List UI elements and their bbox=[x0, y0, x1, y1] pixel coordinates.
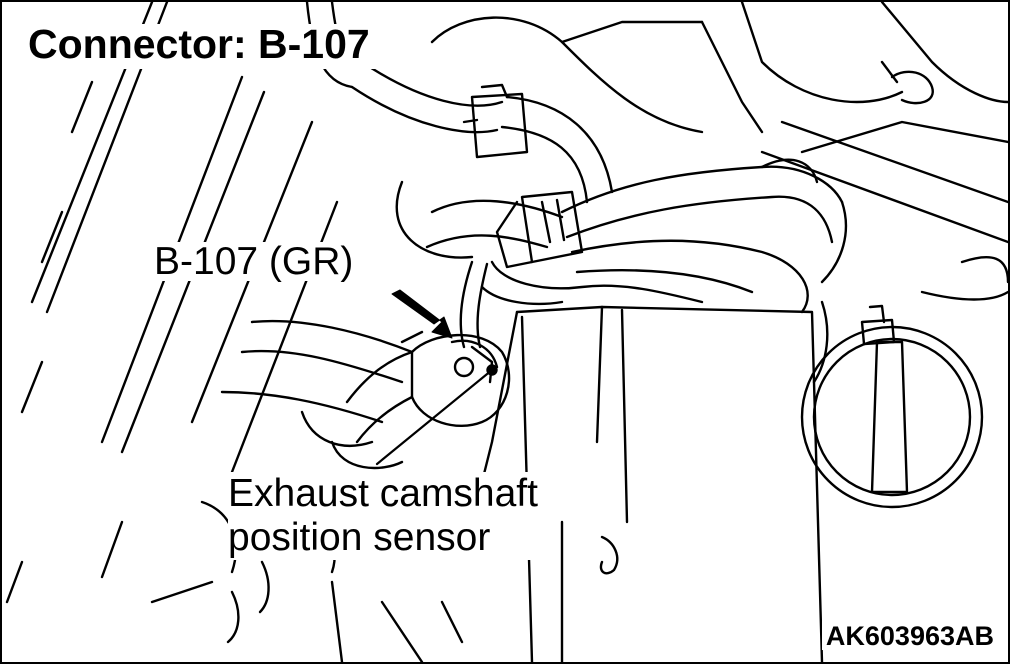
round-cap bbox=[800, 300, 984, 509]
sensor-leader-line bbox=[375, 364, 498, 466]
lower-left-pipes bbox=[150, 319, 424, 662]
connector-label: B-107 (GR) bbox=[154, 240, 354, 283]
connector-body bbox=[459, 190, 584, 349]
diagram-title: Connector: B-107 bbox=[28, 24, 376, 69]
figure-id: AK603963AB bbox=[821, 621, 994, 650]
hose-clamp bbox=[462, 83, 529, 159]
sensor-label-line1: Exhaust camshaft bbox=[228, 472, 538, 515]
connector-arrow bbox=[391, 289, 453, 339]
wiring-harness bbox=[480, 158, 848, 314]
sensor-mount bbox=[345, 330, 511, 444]
sensor-label-line2: position sensor bbox=[228, 516, 491, 560]
sensor-label: Exhaust camshaft position sensor bbox=[228, 472, 538, 561]
upper-right-structures bbox=[430, 2, 1008, 301]
